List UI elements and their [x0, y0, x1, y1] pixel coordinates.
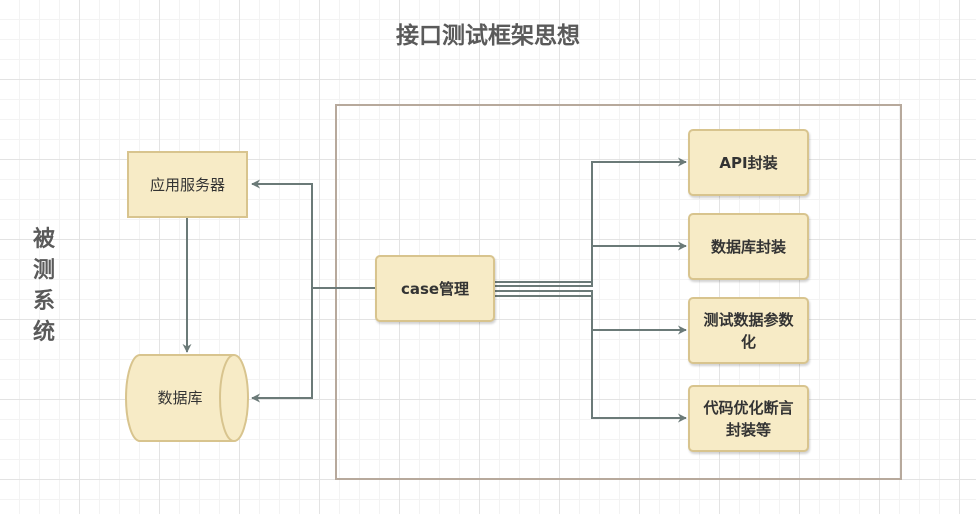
- system-under-test-label: 被测系统: [32, 227, 55, 345]
- app-server-node: 应用服务器: [127, 151, 248, 218]
- case-management-node: case管理: [375, 255, 495, 322]
- database-label: 数据库: [157, 389, 203, 407]
- case-management-label: case管理: [400, 279, 470, 298]
- app-server-label: 应用服务器: [149, 175, 225, 194]
- api-wrapper-label: API封装: [719, 153, 778, 172]
- database-node: 数据库: [126, 355, 234, 441]
- data-parameterization-label: 测试数据参数化: [703, 310, 794, 351]
- database-wrapper-node: 数据库封装: [688, 213, 809, 280]
- code-optimization-node: 代码优化断言封装等: [688, 385, 809, 452]
- database-wrapper-label: 数据库封装: [710, 237, 786, 256]
- diagram-title: 接口测试框架思想: [396, 23, 580, 49]
- api-wrapper-node: API封装: [688, 129, 809, 196]
- code-optimization-label: 代码优化断言封装等: [703, 398, 794, 439]
- data-parameterization-node: 测试数据参数化: [688, 297, 809, 364]
